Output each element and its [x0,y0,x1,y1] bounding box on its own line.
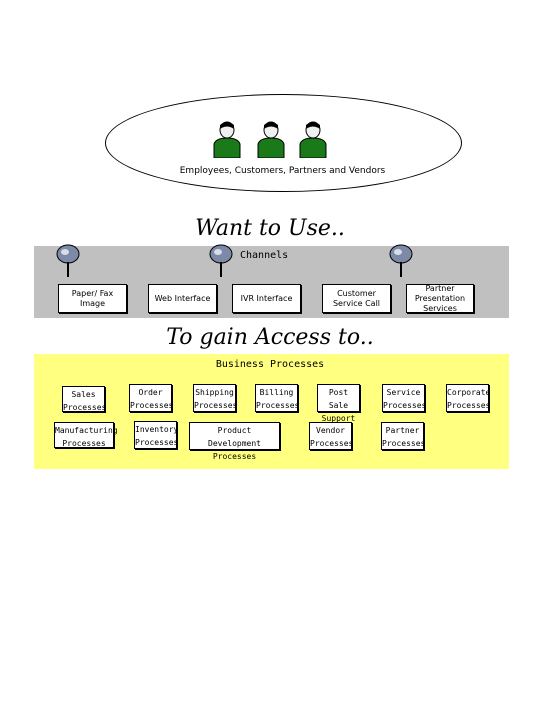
process-billing: Billing Processes [255,384,299,412]
channel-web-interface: Web Interface [148,284,217,313]
want-heading: Want to Use.. [195,216,345,241]
process-post-sale-support: Post Sale Support [317,384,360,423]
process-vendor: Vendor Processes [309,422,353,450]
channel-partner-presentation: Partner Presentation Services [406,284,474,313]
pushpin-icon [56,244,80,277]
process-order: Order Processes [129,384,173,412]
process-sales: Sales Processes [62,386,106,412]
person-icon [213,121,241,158]
process-inventory: Inventory Processes [134,421,178,449]
channels-title: Channels [240,250,289,261]
access-heading: To gain Access to.. [166,325,374,350]
process-manufacturing: Manufacturing Processes [54,422,118,448]
process-partner: Partner Processes [381,422,425,450]
process-shipping: Shipping Processes [193,384,237,412]
process-product-development: Product Development Processes [189,422,280,461]
pushpin-icon [389,244,413,277]
business-processes-title: Business Processes [215,359,325,370]
channel-customer-service-call: Customer Service Call [322,284,391,313]
process-corporate: Corporate Processes [446,384,490,412]
person-icon [299,121,327,158]
pushpin-icon [209,244,233,277]
process-service: Service Processes [382,384,426,412]
person-icon [257,121,285,158]
channel-ivr-interface: IVR Interface [232,284,301,313]
channel-paper-fax: Paper/ Fax Image [58,284,127,313]
stakeholders-caption: Employees, Customers, Partners and Vendo… [179,166,386,176]
